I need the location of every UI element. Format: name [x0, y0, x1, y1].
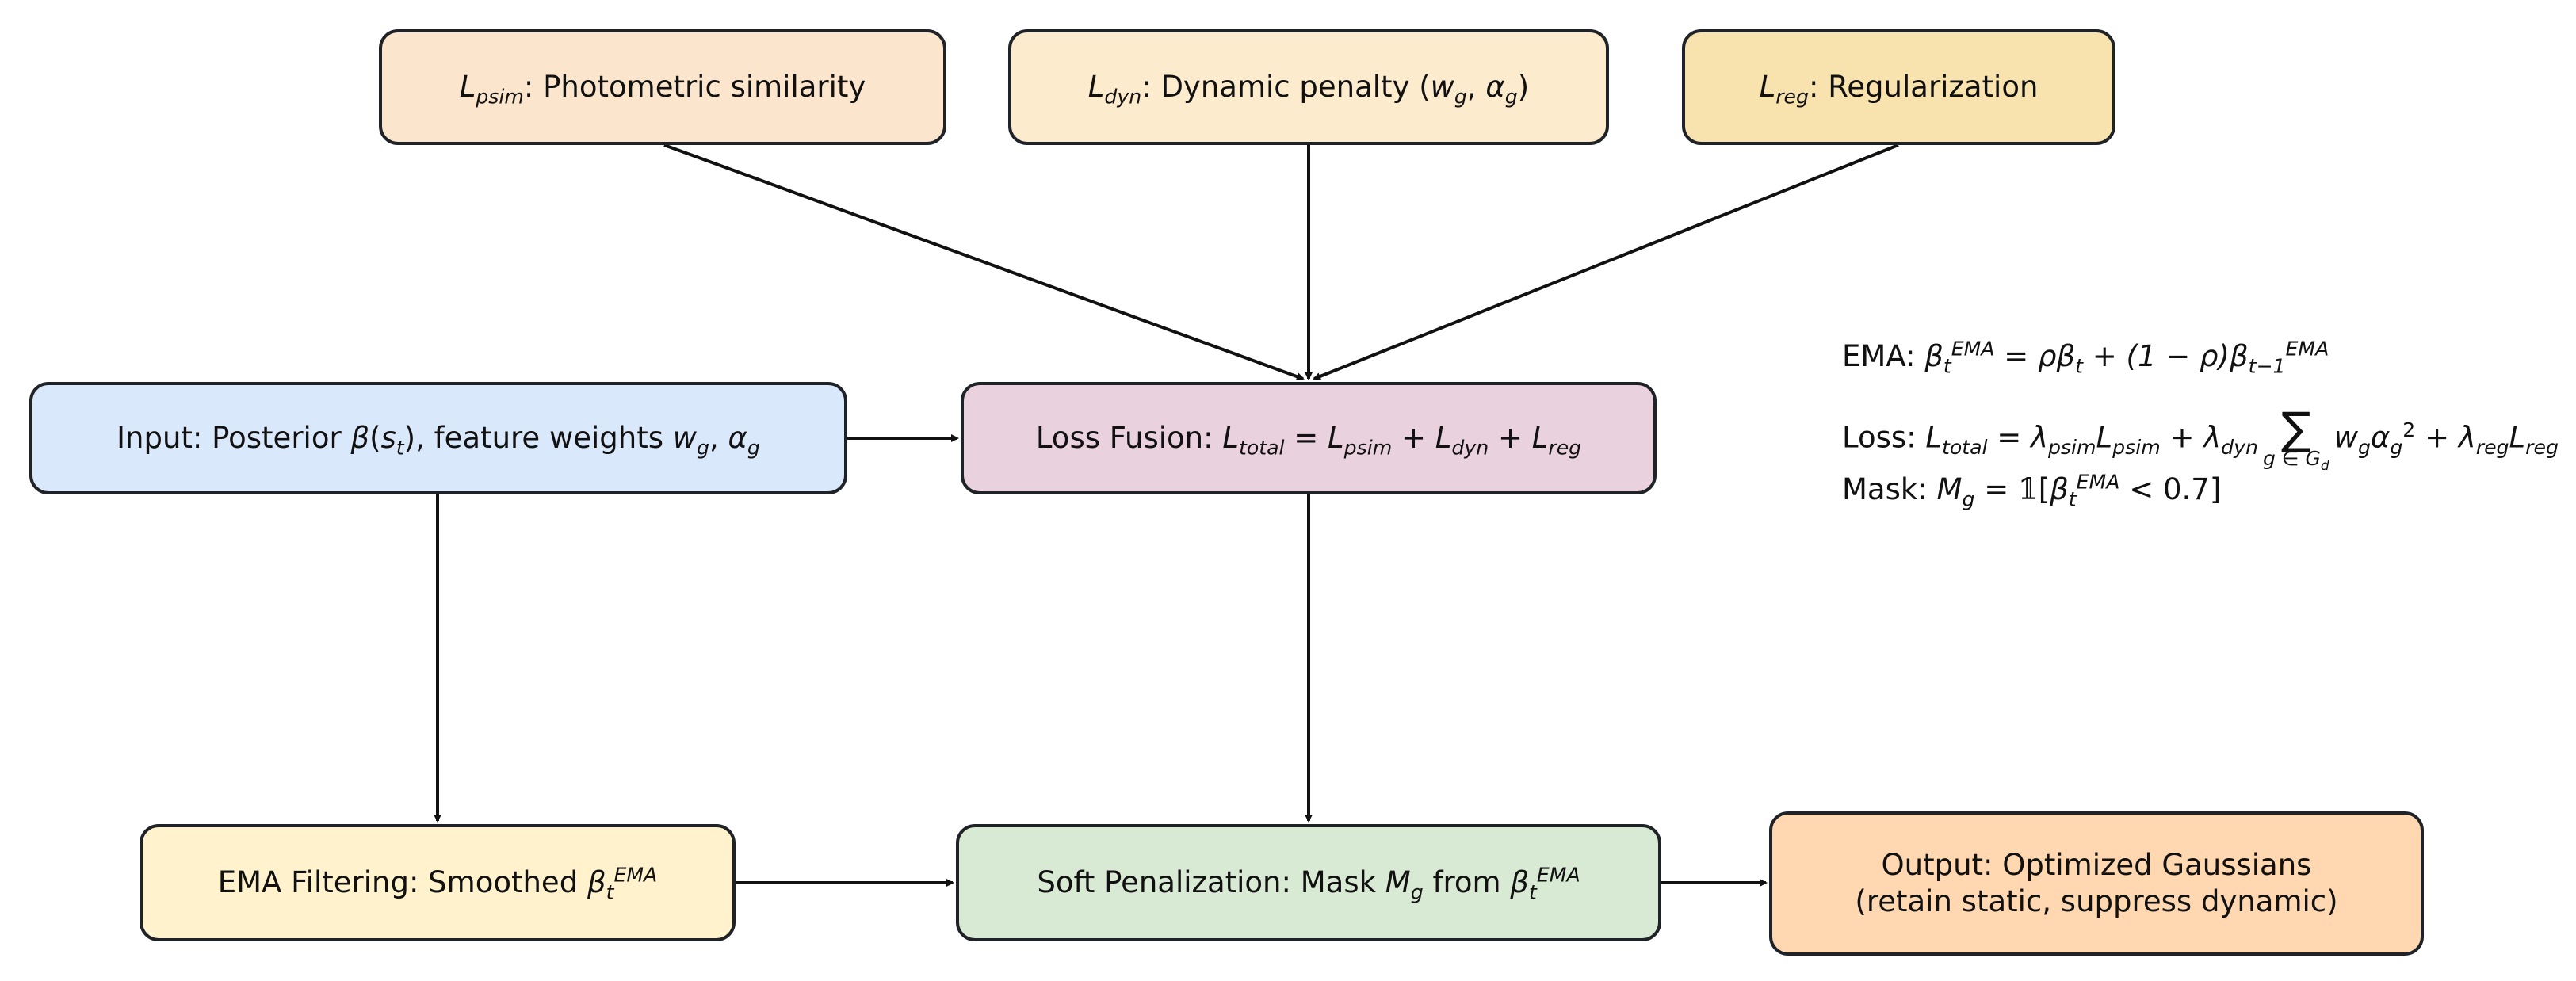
equation-ema: EMA: βtEMA = ρβt + (1 − ρ)βt−1EMA	[1842, 337, 2329, 378]
node-ema-filtering: EMA Filtering: Smoothed βtEMA	[140, 824, 736, 941]
node-dynamic-penalty: Ldyn: Dynamic penalty (wg, αg)	[1008, 29, 1609, 145]
summation-symbol: ∑g ∈ Gd	[2262, 403, 2329, 474]
equation-mask: Mask: Mg = 𝟙[βtEMA < 0.7]	[1842, 470, 2222, 511]
node-loss-fusion: Loss Fusion: Ltotal = Lpsim + Ldyn + Lre…	[961, 382, 1657, 494]
node-output: Output: Optimized Gaussians(retain stati…	[1769, 811, 2424, 956]
arrow-lpsim-to-fusion	[663, 143, 1305, 380]
node-regularization: Lreg: Regularization	[1682, 29, 2115, 145]
arrow-lreg-to-fusion	[1313, 143, 1899, 380]
node-photometric-similarity: Lpsim: Photometric similarity	[379, 29, 946, 145]
output-line-2: (retain static, suppress dynamic)	[1855, 884, 2338, 918]
node-input: Input: Posterior β(st), feature weights …	[29, 382, 847, 494]
node-soft-penalization: Soft Penalization: Mask Mg from βtEMA	[956, 824, 1661, 941]
output-line-1: Output: Optimized Gaussians	[1881, 847, 2312, 882]
